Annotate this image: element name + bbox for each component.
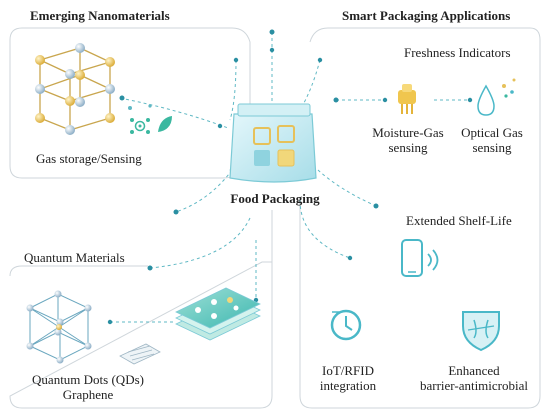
quantum-title: Quantum Materials — [24, 250, 125, 265]
connector-emerging — [229, 59, 237, 121]
food-packaging-label: Food Packaging — [230, 191, 320, 206]
connector-phone — [299, 199, 351, 259]
water-drop-icon — [477, 78, 516, 116]
moisture-gas-label: Moisture-Gas sensing — [372, 125, 444, 155]
clock-icon — [330, 309, 362, 341]
connector-smart — [299, 59, 321, 111]
moisture-sensor-icon — [398, 84, 416, 114]
connector-bottom-left — [175, 169, 233, 213]
barrier-label: Enhanced barrier-antimicrobial — [419, 363, 529, 393]
food-bag-icon — [229, 103, 317, 183]
smartphone-wifi-icon — [401, 239, 439, 277]
quantum-frame — [9, 261, 273, 409]
gas-storage-label: Gas storage/Sensing — [36, 151, 142, 166]
shelf-life-title: Extended Shelf-Life — [406, 213, 512, 228]
graphene-sheet-icon — [119, 343, 161, 365]
smart-title: Smart Packaging Applications — [342, 8, 511, 23]
connector-bottom-right — [317, 169, 377, 207]
optical-gas-label: Optical Gas sensing — [461, 125, 523, 155]
connector-gas — [119, 97, 229, 129]
quantum-lattice-icon — [26, 290, 92, 364]
iot-rfid-label: IoT/RFID integration — [319, 363, 377, 393]
freshness-title: Freshness Indicators — [404, 45, 511, 60]
shield-icon — [462, 311, 500, 352]
connector-quantum — [149, 217, 251, 269]
smart-frame — [299, 27, 541, 409]
quantum-dots-label: Quantum Dots (QDs) Graphene — [32, 372, 144, 402]
mof-crystal-icon — [35, 43, 115, 135]
layered-sheet-icon — [175, 287, 261, 341]
emerging-title: Emerging Nanomaterials — [30, 8, 170, 23]
gas-molecules-icon — [128, 104, 172, 134]
